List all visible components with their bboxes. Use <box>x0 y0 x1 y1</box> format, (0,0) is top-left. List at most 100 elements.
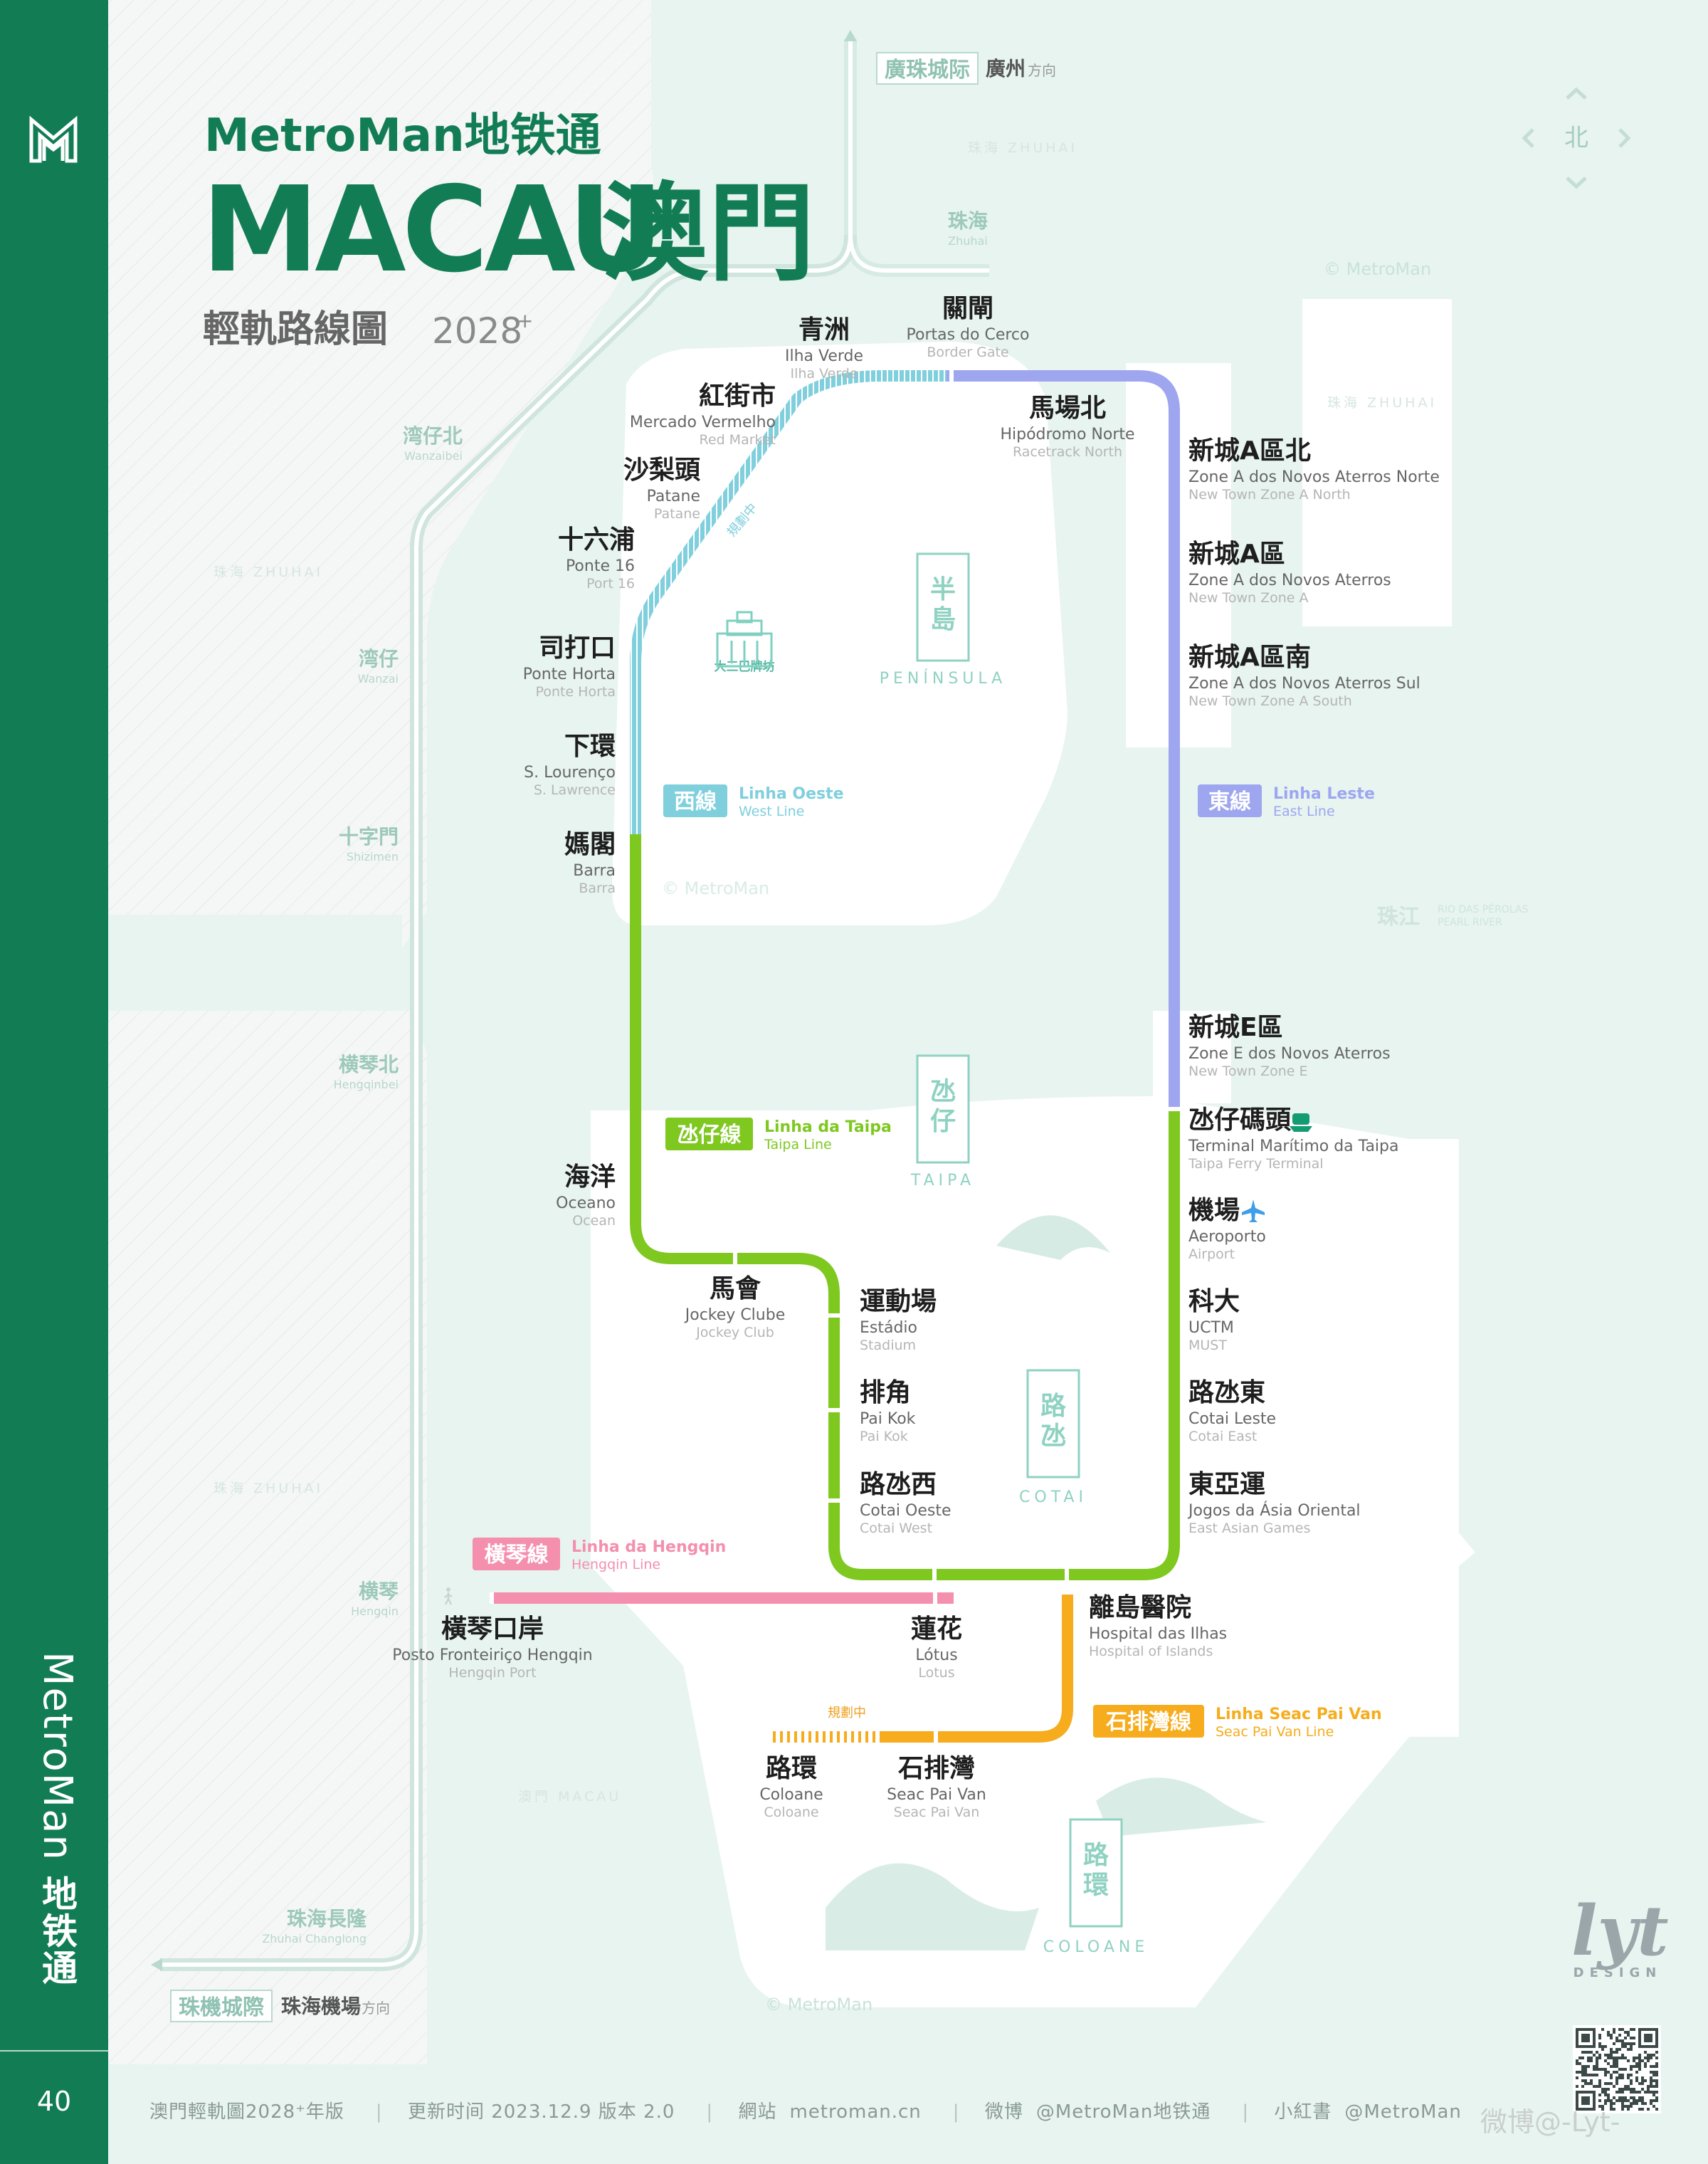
station-taipaferry-pt: Terminal Marítimo da Taipa <box>1188 1138 1399 1155</box>
station-estadio-pt: Estádio <box>860 1319 917 1337</box>
footer-website-link[interactable]: metroman.cn <box>789 2101 922 2123</box>
station-shalitou-pt: Patane <box>647 488 700 505</box>
area-name-char: 半 <box>930 575 956 604</box>
west-line-path <box>630 370 947 834</box>
station-paikok-zh: 排角 <box>860 1378 911 1407</box>
designer-logo-tag: DESIGN <box>1573 1965 1662 1980</box>
station-lotus-zh: 蓮花 <box>911 1614 962 1644</box>
footer-xhs-link[interactable]: @MetroMan <box>1344 2101 1462 2123</box>
city-title-en: MACAU <box>201 162 660 299</box>
station-shalitou-zh: 沙梨頭 <box>623 456 701 485</box>
sidebar: MetroMan 地铁通 40 <box>0 0 108 2164</box>
station-oceano-zh: 海洋 <box>564 1162 616 1192</box>
line-badge-east <box>1198 784 1262 817</box>
footer-updated: 更新时间 2023.12.9 版本 2.0 <box>407 2101 675 2123</box>
station-mage-zh: 媽閣 <box>564 830 616 859</box>
intercity-station-zh: 十字門 <box>339 825 399 849</box>
station-paikok-en: Pai Kok <box>860 1429 908 1444</box>
line-hengqin-en: Hengqin Line <box>571 1557 660 1572</box>
station-jockey-en: Jockey Club <box>695 1325 774 1340</box>
copyright-mark: © MetroMan <box>662 878 769 898</box>
station-machangbei-en: Racetrack North <box>1013 444 1122 460</box>
region-label: 珠海 ZHUHAI <box>214 1481 323 1496</box>
strait-water <box>108 915 402 1007</box>
station-spv-zh: 石排灣 <box>898 1754 975 1783</box>
station-sidakou-pt: Ponte Horta <box>523 666 616 683</box>
page-number: 40 <box>36 2086 72 2117</box>
station-eastasian-pt: Jogos da Ásia Oriental <box>1187 1501 1361 1520</box>
station-shiliupu-pt: Ponte 16 <box>566 557 635 575</box>
station-hqport-zh: 橫琴口岸 <box>441 1614 544 1644</box>
river-name-zh: 珠江 <box>1377 905 1420 930</box>
station-zab-en: New Town Zone A North <box>1188 487 1351 503</box>
brand-title: MetroMan地铁通 <box>204 110 601 162</box>
region-label: 澳門 MACAU <box>518 1789 621 1805</box>
station-xiahuan-pt: S. Lourenço <box>524 764 616 782</box>
social-watermark: 微博@-Lyt- <box>1480 2106 1620 2138</box>
river-name-en: PEARL RIVER <box>1438 917 1502 928</box>
designer-logo: lyt DESIGN <box>1571 1897 1669 1981</box>
intercity-line-north-box <box>876 52 979 85</box>
station-estadio-en: Stadium <box>860 1338 916 1353</box>
intercity-line-north: 廣珠城际 <box>885 58 970 83</box>
intercity-line-south-box <box>170 1990 273 2022</box>
footer-weibo-link[interactable]: @MetroMan地铁通 <box>1035 2101 1211 2123</box>
station-airport-zh: 機場 <box>1188 1196 1240 1225</box>
station-hqport-en: Hengqin Port <box>448 1665 536 1681</box>
line-west-en: West Line <box>739 804 804 819</box>
station-qingzhou-pt: Ilha Verde <box>785 347 863 365</box>
arrow-north-icon <box>844 30 857 41</box>
area-name-char: 氹 <box>930 1077 956 1106</box>
station-hongjie-zh: 紅街市 <box>699 382 776 411</box>
station-zan-en: New Town Zone A South <box>1188 693 1352 709</box>
compass-left-icon <box>1522 128 1534 148</box>
qr-code-icon[interactable] <box>1573 2025 1661 2113</box>
station-tick <box>828 1498 840 1503</box>
station-tick <box>490 1592 494 1604</box>
intercity-station-zh: 湾仔 <box>359 647 399 671</box>
seac-pai-van-line-path <box>882 1595 1073 1743</box>
station-tick <box>1166 1107 1182 1111</box>
metroman-logo-icon <box>29 115 78 163</box>
airport-strip <box>1409 1139 1459 1737</box>
station-qingzhou-zh: 青洲 <box>798 315 850 345</box>
sidebar-divider <box>0 2050 108 2052</box>
station-oceano-pt: Oceano <box>556 1194 616 1212</box>
station-zan-pt: Zone A dos Novos Aterros Sul <box>1188 675 1420 693</box>
station-coloane-zh: 路環 <box>766 1754 817 1783</box>
intercity-station-zh: 珠海 <box>948 209 988 233</box>
zhuhai-land-south <box>108 1011 427 2064</box>
intercity-line-south: 珠機城際 <box>179 1995 264 2020</box>
map-year: 2028 <box>432 310 522 352</box>
station-shiliupu-zh: 十六浦 <box>558 525 635 555</box>
footer-weibo-label: 微博 <box>984 2101 1023 2123</box>
area-box <box>916 1054 970 1164</box>
sidebar-brand-zh: 地铁通 <box>36 1875 78 1987</box>
compass-down-icon <box>1566 177 1587 189</box>
coloane-hill-right <box>1096 1777 1267 1837</box>
sidebar-brand: MetroMan 地铁通 <box>31 1651 83 1987</box>
line-east-en: East Line <box>1273 804 1335 819</box>
taipa-cotai-coloane-land <box>591 1096 1409 2007</box>
intercity-station-zh: 珠海長隆 <box>287 1907 367 1931</box>
station-estadio-zh: 運動場 <box>860 1287 937 1316</box>
intercity-station-en: Shizimen <box>347 850 399 863</box>
area-box <box>916 552 970 662</box>
station-tick <box>949 368 954 384</box>
station-ze-zh: 新城E區 <box>1188 1013 1283 1042</box>
region-label: 珠海 ZHUHAI <box>968 140 1077 156</box>
area-name-char: 島 <box>930 605 956 634</box>
macau-peninsula <box>612 342 1068 925</box>
station-zab-zh: 新城A區北 <box>1188 436 1311 466</box>
station-cotaiwest-en: Cotai West <box>860 1520 932 1536</box>
station-ticks <box>490 368 1182 1743</box>
copyright-mark: © MetroMan <box>1324 259 1431 279</box>
station-machangbei-zh: 馬場北 <box>1029 394 1106 423</box>
station-tick <box>932 1569 937 1580</box>
station-zab-pt: Zone A dos Novos Aterros Norte <box>1188 468 1440 486</box>
station-shalitou-en: Patane <box>654 506 700 522</box>
intercity-labels: 珠海Zhuhai湾仔北Wanzaibei湾仔Wanzai十字門Shizimen横… <box>170 52 1056 2022</box>
station-hongjie-en: Red Market <box>700 432 776 448</box>
